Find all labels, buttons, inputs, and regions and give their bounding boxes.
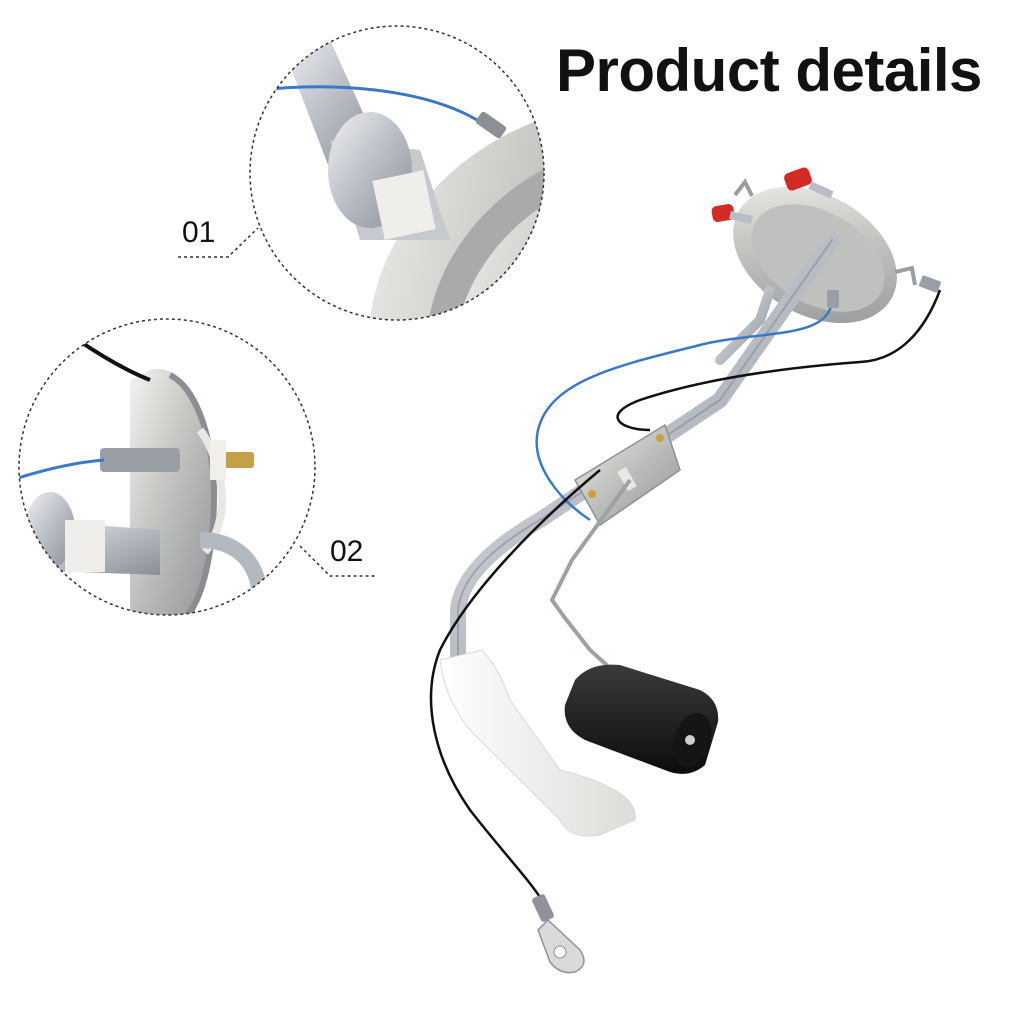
blue-wire <box>535 299 834 522</box>
callout-01-terminal <box>475 111 507 139</box>
float <box>564 664 719 774</box>
callout-02-blue-wire <box>19 458 105 480</box>
callout-02-stud <box>222 452 254 468</box>
callout-01-label: 01 <box>182 216 216 249</box>
fuel-strainer <box>439 649 636 837</box>
callout-02-black-wire <box>76 338 151 382</box>
red-port-caps <box>711 167 834 224</box>
callout-01-tube <box>280 40 450 240</box>
callout-02-detail <box>18 318 376 616</box>
plate-terminal-1 <box>827 290 839 308</box>
plate-terminal-2 <box>919 275 941 293</box>
return-tube <box>715 285 775 365</box>
black-wire-upper <box>616 289 942 432</box>
callout-02-terminal <box>100 448 180 472</box>
callout-02-label: 02 <box>330 535 364 568</box>
fuel-sending-unit <box>429 167 942 974</box>
float-arm <box>549 478 632 670</box>
callout-02-circle <box>18 318 316 616</box>
callout-02-leader-line <box>299 545 376 577</box>
sender-bracket <box>573 423 681 527</box>
callout-01-leader-line <box>178 227 259 258</box>
black-wire-lower <box>429 469 601 906</box>
ground-ring-terminal <box>532 894 585 974</box>
page-title: Product details <box>556 37 982 104</box>
callout-01-circle <box>249 25 545 321</box>
